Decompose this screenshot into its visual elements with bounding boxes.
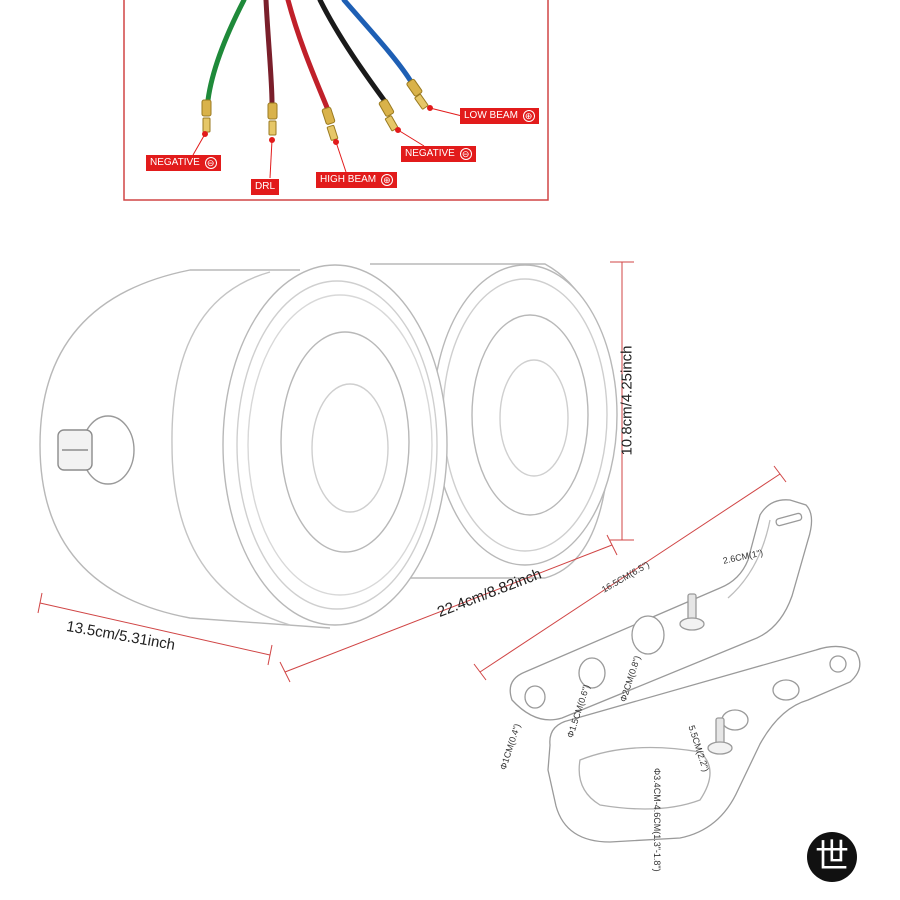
label-drl: DRL <box>251 179 280 195</box>
connector-drl <box>267 102 278 120</box>
lower-hole-b <box>772 679 800 701</box>
wire-maroon <box>263 0 275 106</box>
lower-hole-a <box>829 655 847 673</box>
callout-lines <box>192 105 463 179</box>
clamp-ring <box>578 746 711 810</box>
connector-negative-right <box>378 98 395 117</box>
minus-icon: ⊖ <box>459 148 472 160</box>
minus-icon: ⊖ <box>204 157 217 169</box>
upper-hole-small <box>524 685 546 709</box>
brand-logo: 世 <box>807 832 857 882</box>
label-high-beam: HIGH BEAM ⊕ <box>316 172 397 188</box>
plus-icon: ⊕ <box>522 110 535 122</box>
dim-depth-line <box>39 602 271 656</box>
mounting-brackets <box>509 499 861 843</box>
dim-length-line <box>284 544 613 673</box>
twin-headlight <box>39 263 618 629</box>
label-negative-left: NEGATIVE ⊖ <box>146 155 221 171</box>
dim-bracket-length-line <box>479 473 781 673</box>
wire-green <box>205 0 247 103</box>
wiring-panel <box>123 0 549 201</box>
dim-height-text: 10.8cm/4.25inch <box>618 345 636 456</box>
lower-hole-c <box>721 709 749 731</box>
connector-negative-left <box>201 99 212 117</box>
wire-black <box>317 0 387 103</box>
upper-hole-mid <box>578 657 606 689</box>
front-lamp-band <box>171 271 291 626</box>
plus-icon: ⊕ <box>380 174 393 186</box>
wire-blue <box>341 0 413 83</box>
dimension-lines <box>37 261 787 829</box>
upper-hole-large <box>631 615 665 655</box>
wire-bundle <box>205 0 413 113</box>
wire-red <box>285 0 331 113</box>
bracket-clamp-text: Φ3.4CM-4.6CM(1.3"-1.8") <box>652 768 662 872</box>
label-low-beam: LOW BEAM ⊕ <box>460 108 539 124</box>
connector-high-beam <box>321 106 336 125</box>
label-negative-right: NEGATIVE ⊖ <box>401 146 476 162</box>
connectors <box>201 78 429 141</box>
